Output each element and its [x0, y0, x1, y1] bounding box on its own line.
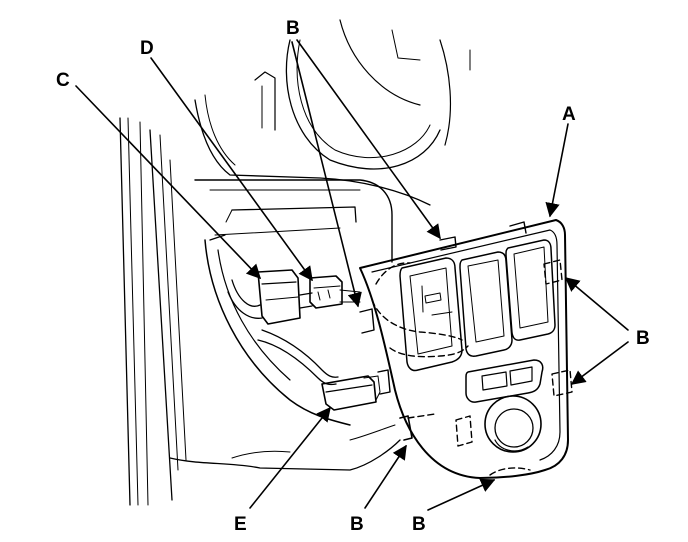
leader-a: [545, 123, 569, 218]
dashboard-structure: [119, 19, 471, 506]
leader-d: [150, 57, 313, 282]
connector-e: [321, 375, 381, 411]
connector-d: [309, 275, 343, 309]
label-e: E: [234, 514, 247, 535]
center-panel-a: [359, 219, 573, 479]
leader-b-bottom-left: [364, 444, 407, 509]
label-b-right: B: [636, 328, 650, 349]
wiring-harness: [227, 279, 361, 386]
connector-c: [257, 269, 301, 325]
label-c: C: [56, 70, 70, 91]
label-a: A: [562, 104, 576, 125]
leader-b-right-2: [570, 341, 629, 385]
leader-b-top-2: [291, 41, 362, 308]
label-d: D: [140, 38, 154, 59]
leader-lines: [75, 39, 629, 511]
label-b-bottom-right: B: [412, 514, 426, 535]
leader-b-top-1: [296, 39, 441, 240]
callout-labels: A B C D B E B B: [56, 18, 650, 535]
label-b-bottom-left: B: [350, 514, 364, 535]
leader-b-bottom-right: [427, 478, 496, 511]
leader-e: [249, 406, 331, 509]
label-b-top: B: [286, 18, 300, 39]
leader-c: [75, 85, 261, 280]
leader-b-right-1: [564, 277, 629, 331]
